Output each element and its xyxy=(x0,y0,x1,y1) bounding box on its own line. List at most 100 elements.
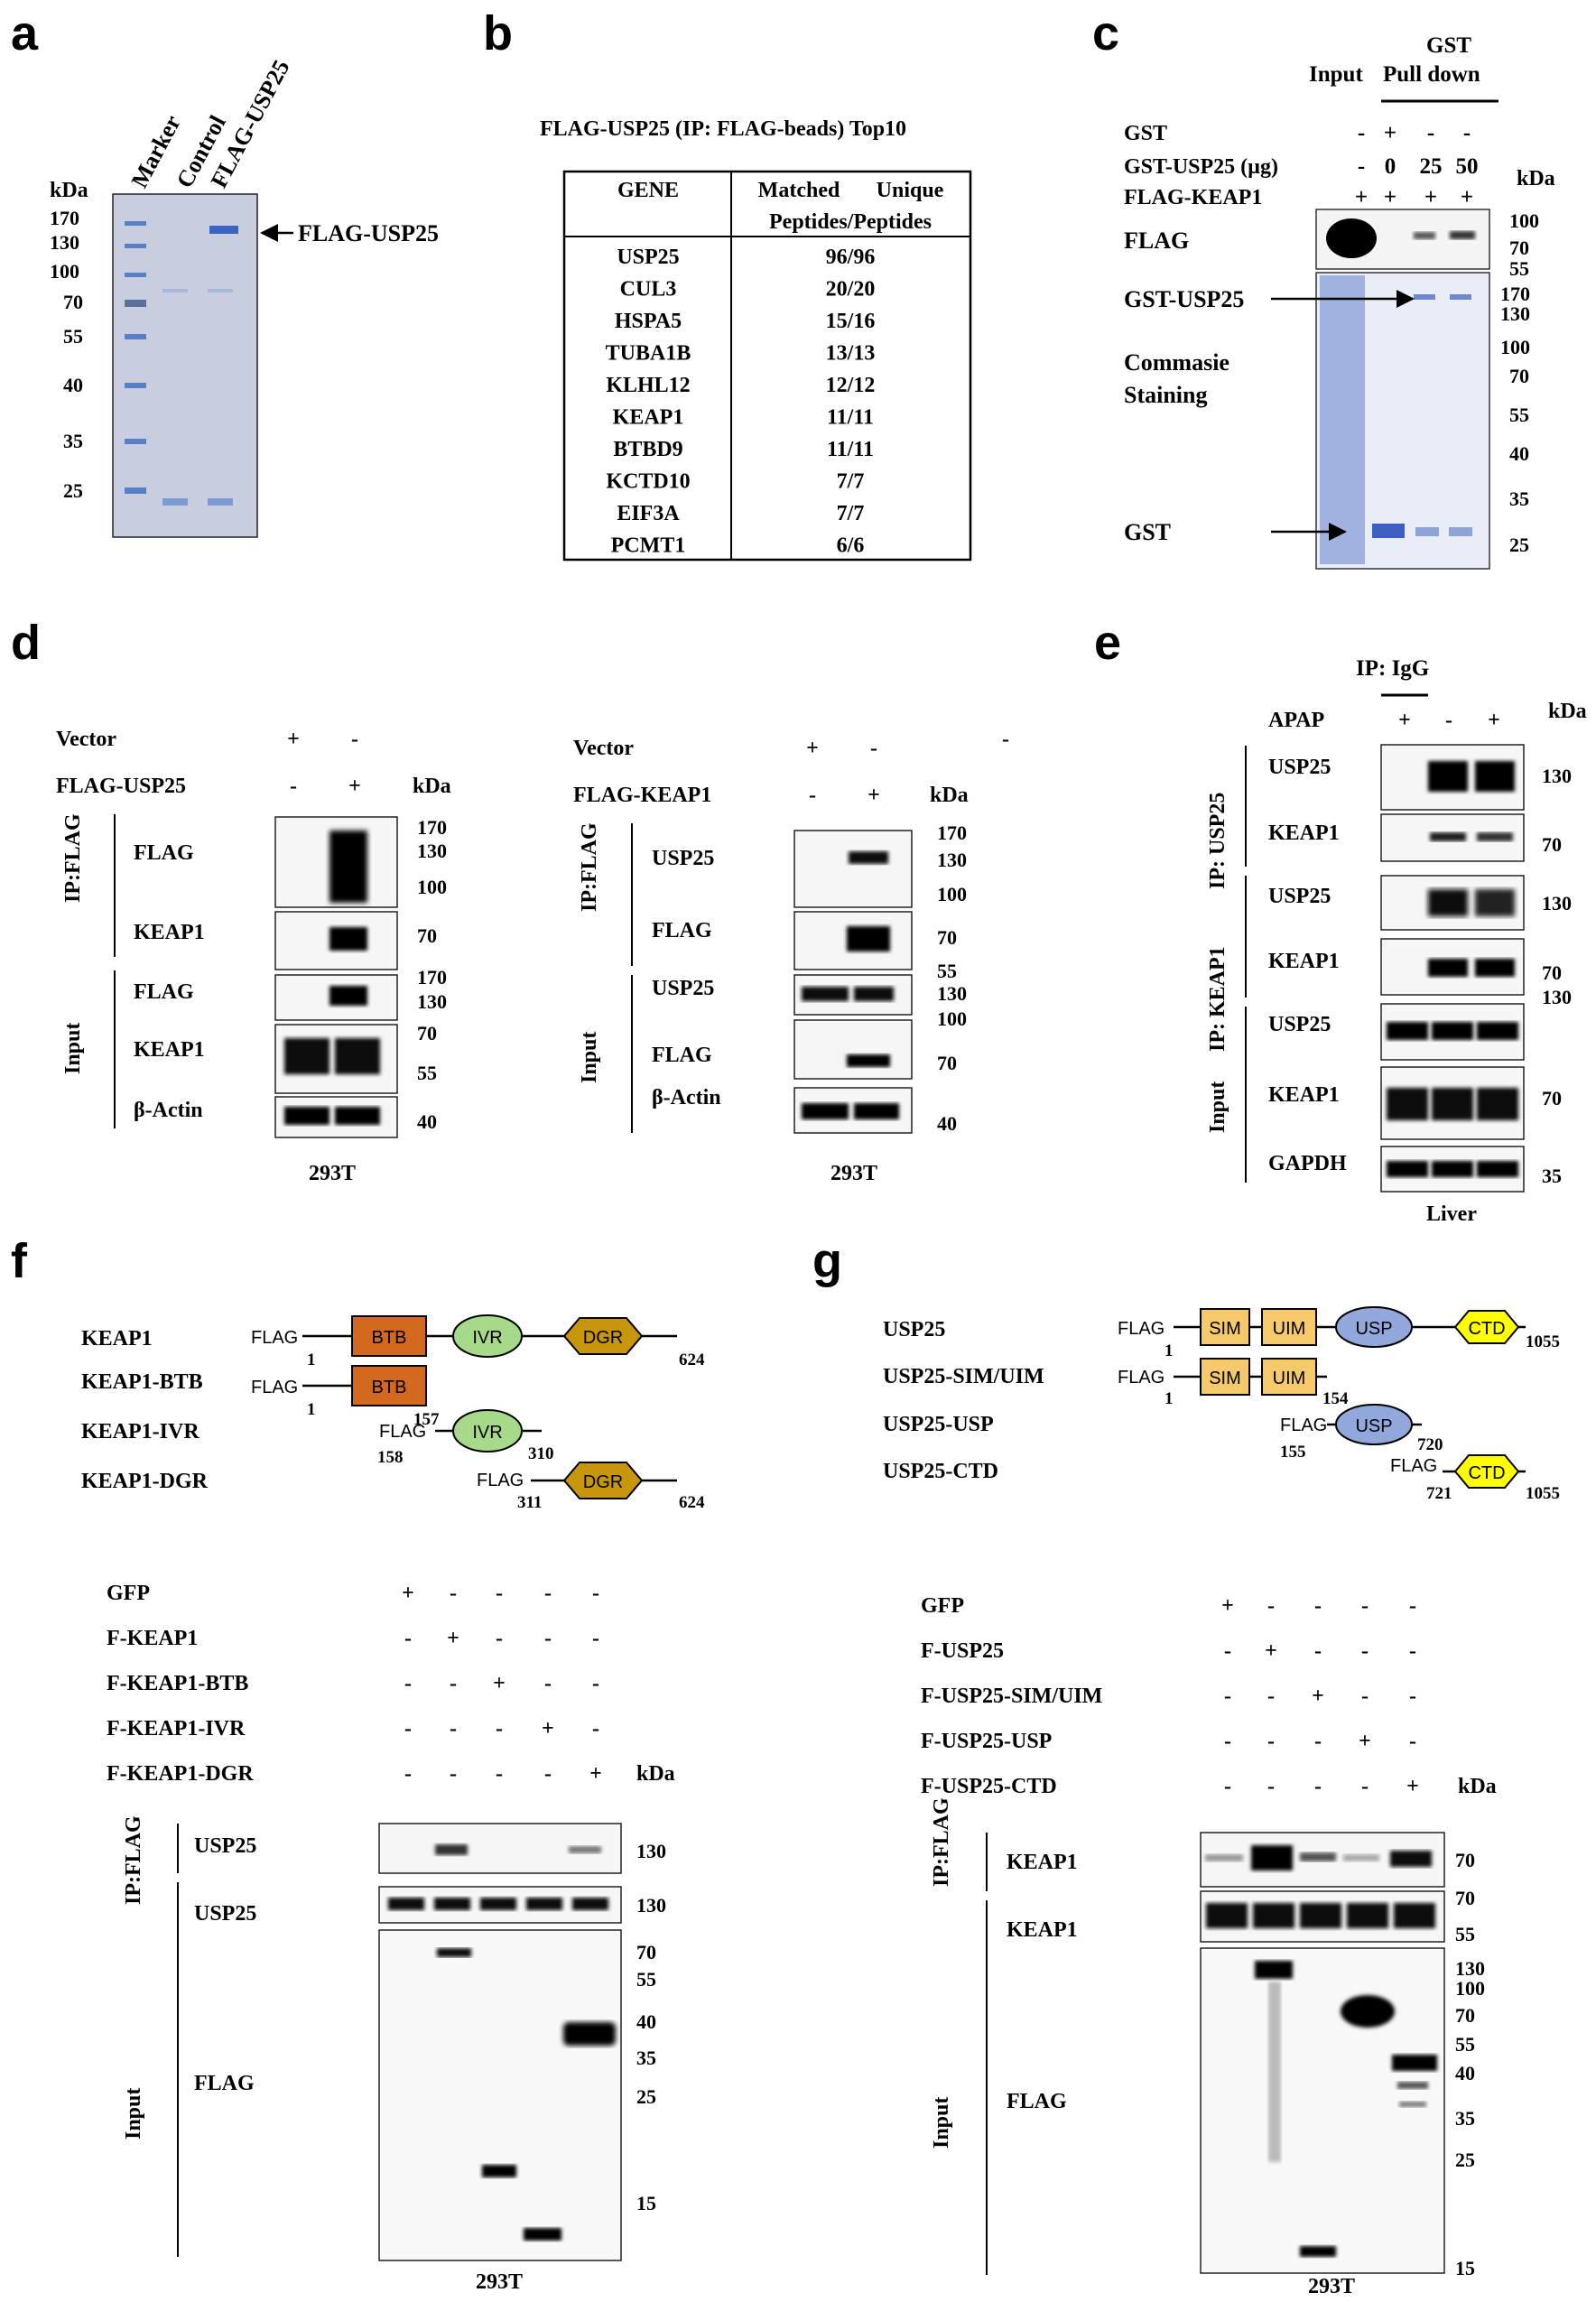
svg-text:FLAG: FLAG xyxy=(194,2072,255,2095)
condition-mark: - xyxy=(1267,1775,1275,1798)
svg-text:USP25: USP25 xyxy=(1268,1013,1331,1036)
table-cell-gene: HSPA5 xyxy=(615,310,682,333)
svg-text:55: 55 xyxy=(937,960,957,982)
svg-text:USP25: USP25 xyxy=(1268,756,1331,779)
svg-text:FLAG: FLAG xyxy=(134,980,194,1004)
svg-text:130: 130 xyxy=(417,990,447,1013)
svg-text:70: 70 xyxy=(1542,1087,1562,1109)
panel-c-letter: c xyxy=(1092,6,1119,60)
svg-text:157: 157 xyxy=(413,1410,440,1429)
svg-text:SIM: SIM xyxy=(1209,1319,1241,1339)
svg-text:624: 624 xyxy=(679,1493,705,1512)
svg-text:293T: 293T xyxy=(476,2270,523,2294)
svg-text:USP25: USP25 xyxy=(194,1834,256,1858)
svg-text:70: 70 xyxy=(417,1022,437,1044)
svg-text:FLAG: FLAG xyxy=(379,1422,426,1442)
panel-e: e IP: IgG APAP + - + kDa IP: USP25 IP: K… xyxy=(1094,616,1587,1226)
panel-g: g USP25 USP25-SIM/UIM USP25-USP USP25-CT… xyxy=(812,1234,1560,2298)
svg-text:55: 55 xyxy=(636,1968,656,1991)
svg-text:FLAG: FLAG xyxy=(1124,227,1189,254)
svg-text:-: - xyxy=(809,784,816,807)
panel-g-conditions: GFP F-USP25 F-USP25-SIM/UIM F-USP25-USP … xyxy=(921,1594,1497,1798)
condition-mark: - xyxy=(496,1582,503,1605)
table-header-peptides: Peptides/Peptides xyxy=(769,210,932,234)
svg-text:1055: 1055 xyxy=(1526,1484,1560,1503)
svg-text:40: 40 xyxy=(1455,2062,1475,2084)
svg-text:70: 70 xyxy=(1509,365,1529,387)
svg-text:130: 130 xyxy=(1542,986,1572,1008)
svg-text:70: 70 xyxy=(417,924,437,947)
svg-text:GAPDH: GAPDH xyxy=(1268,1152,1347,1175)
svg-text:FLAG: FLAG xyxy=(652,1044,712,1067)
svg-text:KEAP1: KEAP1 xyxy=(134,921,205,944)
condition-mark: - xyxy=(404,1762,412,1786)
svg-text:130: 130 xyxy=(1542,892,1572,914)
svg-text:FLAG: FLAG xyxy=(1118,1319,1165,1339)
svg-text:FLAG: FLAG xyxy=(652,919,712,942)
ivr-domain xyxy=(452,1314,523,1358)
svg-text:FLAG: FLAG xyxy=(251,1378,298,1397)
svg-text:USP25: USP25 xyxy=(883,1318,945,1341)
panel-d-right: Vector FLAG-KEAP1 + - - + - kDa IP:FLAG … xyxy=(573,728,1009,1185)
svg-text:IP: IgG: IP: IgG xyxy=(1356,656,1429,681)
condition-mark: + xyxy=(1406,1775,1419,1798)
svg-text:FLAG: FLAG xyxy=(1280,1416,1327,1435)
svg-text:+: + xyxy=(868,784,880,807)
panel-f-letter: f xyxy=(11,1234,28,1288)
condition-mark: - xyxy=(496,1627,503,1650)
svg-text:F-USP25-USP: F-USP25-USP xyxy=(921,1730,1052,1753)
svg-text:CTD: CTD xyxy=(1468,1463,1505,1483)
svg-text:+: + xyxy=(1424,185,1437,209)
svg-text:720: 720 xyxy=(1417,1435,1443,1454)
condition-mark: - xyxy=(1409,1594,1416,1618)
table-cell-value: 7/7 xyxy=(837,502,865,525)
svg-text:KEAP1: KEAP1 xyxy=(1007,1918,1078,1942)
svg-text:IVR: IVR xyxy=(472,1423,502,1443)
svg-text:+: + xyxy=(1355,185,1368,209)
condition-mark: - xyxy=(1267,1730,1275,1753)
condition-mark: + xyxy=(1359,1730,1371,1753)
input-label: Input xyxy=(1309,62,1363,87)
svg-text:130: 130 xyxy=(937,849,967,871)
svg-text:+: + xyxy=(1461,185,1473,209)
svg-text:293T: 293T xyxy=(1308,2275,1355,2298)
table-cell-gene: KCTD10 xyxy=(606,470,690,494)
svg-text:GST-USP25 (µg): GST-USP25 (µg) xyxy=(1124,155,1278,179)
svg-text:UIM: UIM xyxy=(1273,1319,1306,1339)
svg-text:+: + xyxy=(348,775,361,798)
svg-text:40: 40 xyxy=(1509,442,1529,465)
condition-mark: - xyxy=(544,1627,552,1650)
svg-text:GST-USP25: GST-USP25 xyxy=(1124,286,1244,312)
svg-text:KEAP1: KEAP1 xyxy=(1268,950,1340,973)
svg-text:USP25-SIM/UIM: USP25-SIM/UIM xyxy=(883,1365,1044,1388)
svg-text:Input: Input xyxy=(578,1032,601,1083)
svg-text:KEAP1: KEAP1 xyxy=(1268,821,1340,845)
svg-text:311: 311 xyxy=(517,1493,542,1512)
svg-text:55: 55 xyxy=(1455,2033,1475,2056)
table-cell-gene: USP25 xyxy=(617,246,679,269)
table-cell-value: 15/16 xyxy=(826,310,876,333)
svg-text:+: + xyxy=(1384,185,1396,209)
svg-text:FLAG: FLAG xyxy=(1007,2090,1067,2113)
table-cell-gene: CUL3 xyxy=(620,278,677,302)
svg-text:1055: 1055 xyxy=(1526,1332,1560,1351)
condition-mark: - xyxy=(404,1672,412,1695)
table-cell-value: 13/13 xyxy=(826,342,876,366)
condition-mark: - xyxy=(544,1582,552,1605)
svg-text:KEAP1: KEAP1 xyxy=(134,1038,205,1062)
svg-text:Vector: Vector xyxy=(573,737,634,760)
condition-mark: - xyxy=(1361,1685,1369,1708)
svg-text:158: 158 xyxy=(377,1448,404,1467)
svg-text:FLAG-KEAP1: FLAG-KEAP1 xyxy=(573,784,711,807)
condition-mark: - xyxy=(1224,1730,1231,1753)
svg-text:FLAG: FLAG xyxy=(1118,1368,1165,1388)
svg-text:USP25: USP25 xyxy=(194,1902,256,1926)
condition-mark: - xyxy=(450,1672,457,1695)
svg-text:70: 70 xyxy=(1542,833,1562,856)
svg-text:25: 25 xyxy=(636,2085,656,2108)
svg-text:35: 35 xyxy=(1455,2107,1475,2130)
table-cell-value: 6/6 xyxy=(837,534,865,558)
svg-text:-: - xyxy=(1463,121,1471,145)
condition-mark: - xyxy=(1361,1775,1369,1798)
